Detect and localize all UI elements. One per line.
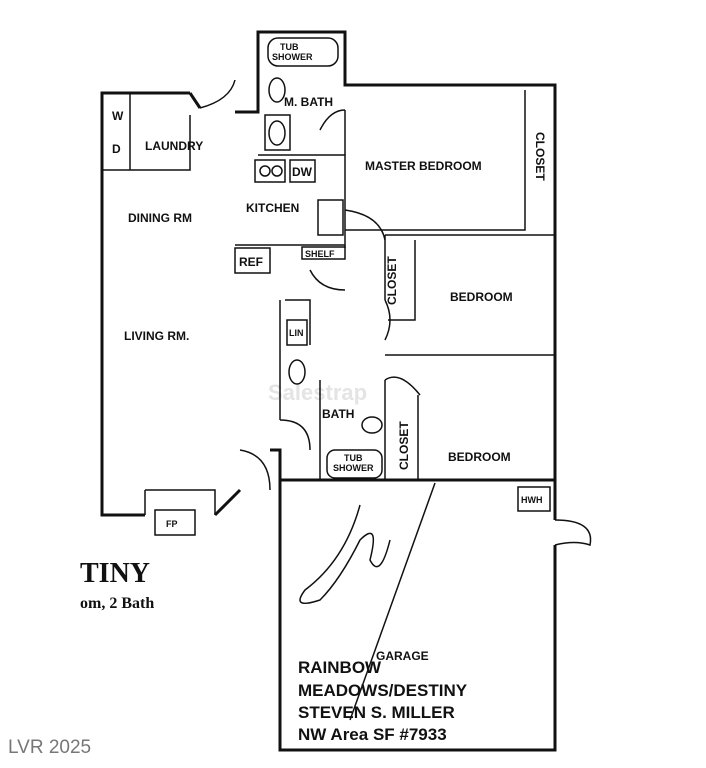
label-shower: SHOWER <box>272 52 313 62</box>
label-dishwasher: DW <box>292 165 313 179</box>
label-master-bath: M. BATH <box>284 95 333 109</box>
plan-title: TINY <box>80 558 150 589</box>
stamp-line-1: RAINBOW <box>298 658 382 677</box>
label-bedroom-2: BEDROOM <box>450 290 513 304</box>
label-washer: W <box>112 109 124 123</box>
label-shower-2: SHOWER <box>333 463 374 473</box>
stamp-line-3: STEVEN S. MILLER <box>298 703 455 722</box>
label-laundry: LAUNDRY <box>145 139 203 153</box>
label-tub-2: TUB <box>344 453 363 463</box>
label-fireplace: FP <box>166 519 178 529</box>
walls <box>100 30 592 752</box>
label-bedroom-3: BEDROOM <box>448 450 511 464</box>
label-tub: TUB <box>280 42 299 52</box>
label-bath: BATH <box>322 407 354 421</box>
label-ref: REF <box>239 255 263 269</box>
label-kitchen: KITCHEN <box>246 201 299 215</box>
label-dryer: D <box>112 142 121 156</box>
label-closet-master: CLOSET <box>533 132 547 181</box>
label-closet-2: CLOSET <box>385 256 399 305</box>
label-shelf: SHELF <box>305 249 335 259</box>
label-garage: GARAGE <box>376 649 429 663</box>
label-master-bedroom: MASTER BEDROOM <box>365 159 482 173</box>
label-closet-3: CLOSET <box>397 421 411 470</box>
label-living: LIVING RM. <box>124 329 189 343</box>
signature <box>299 504 391 605</box>
watermark: Salestrap <box>268 380 367 405</box>
label-dining: DINING RM <box>128 211 192 225</box>
label-linen: LIN <box>289 328 304 338</box>
footer-watermark: LVR 2025 <box>8 737 91 758</box>
stamp-line-4: NW Area SF #7933 <box>298 725 447 744</box>
stamp-line-2: MEADOWS/DESTINY <box>298 681 468 700</box>
plan-subtitle: om, 2 Bath <box>80 595 154 612</box>
label-water-heater: HWH <box>521 495 543 505</box>
